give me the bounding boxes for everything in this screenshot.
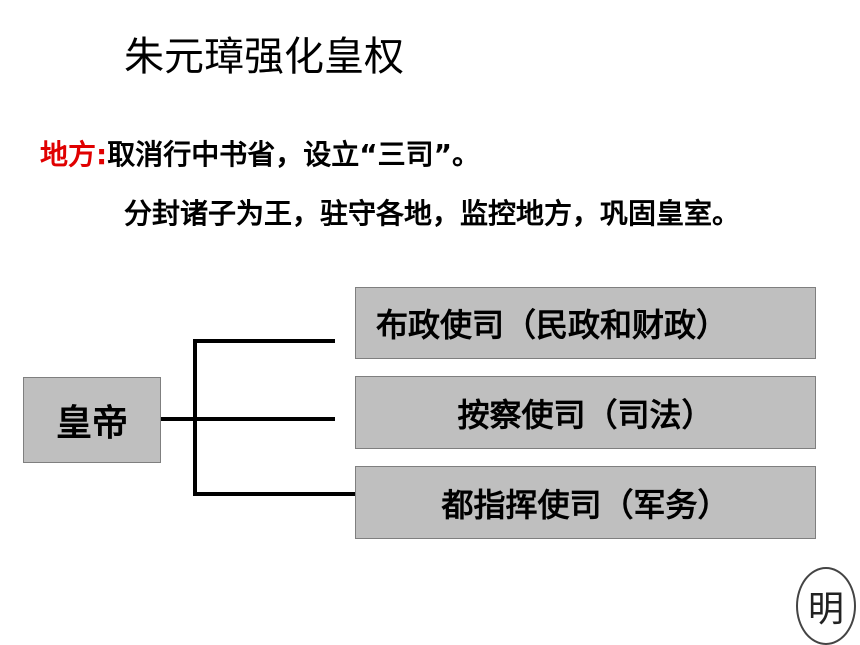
connector-branch-3 [193,492,355,496]
connector-root-stem [161,417,195,421]
ming-dynasty-seal: 明 [796,567,856,645]
branch-box-bu-zheng-shi-si: 布政使司（民政和财政） [355,287,816,359]
branch-box-an-cha-shi-si: 按察使司（司法） [355,376,816,449]
local-policy-text-1: 取消行中书省，设立“三司”。 [107,138,481,171]
local-policy-line-1: 地方:取消行中书省，设立“三司”。 [40,133,480,173]
local-label: 地方: [40,138,108,171]
connector-branch-1 [193,339,335,343]
emperor-box: 皇帝 [23,377,161,463]
connector-branch-2 [193,417,335,421]
local-policy-line-2: 分封诸子为王，驻守各地，监控地方，巩固皇室。 [124,197,741,230]
branch-box-du-zhi-hui-shi-si: 都指挥使司（军务） [355,466,816,539]
slide-title: 朱元璋强化皇权 [124,34,404,80]
